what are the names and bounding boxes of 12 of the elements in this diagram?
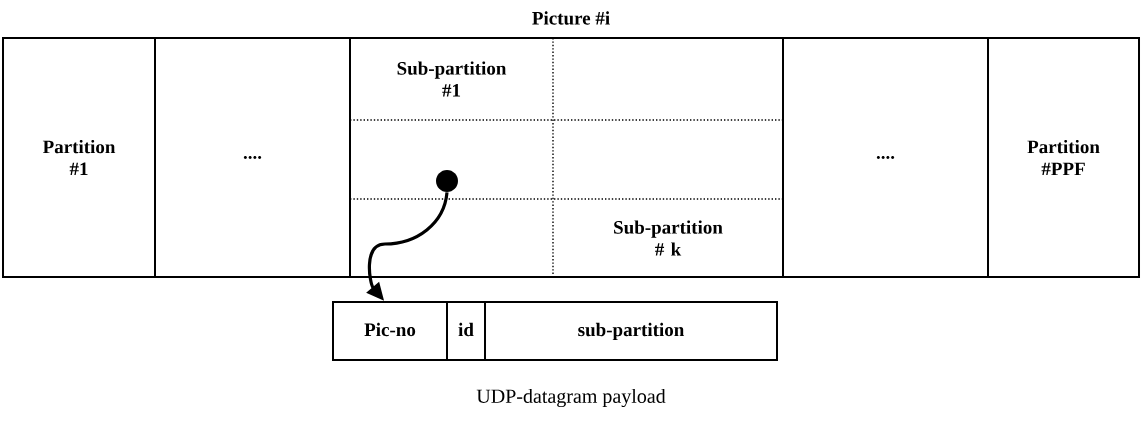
partition-box: Partition #PPF: [987, 37, 1140, 278]
field-box: Pic-no: [332, 301, 448, 361]
sub-partition-label: Sub-partition #1: [397, 61, 507, 97]
caption: UDP-datagram payload: [476, 388, 666, 408]
partition-box: Partition #1: [2, 37, 156, 278]
partition-box: ....: [154, 37, 351, 278]
sub-partition-label: Sub-partition # k: [614, 220, 723, 256]
field-box: id: [446, 301, 486, 361]
title: Picture #i: [532, 11, 610, 25]
field-box: sub-partition: [484, 301, 778, 361]
partition-box: ....: [782, 37, 989, 278]
dot: [436, 170, 458, 192]
